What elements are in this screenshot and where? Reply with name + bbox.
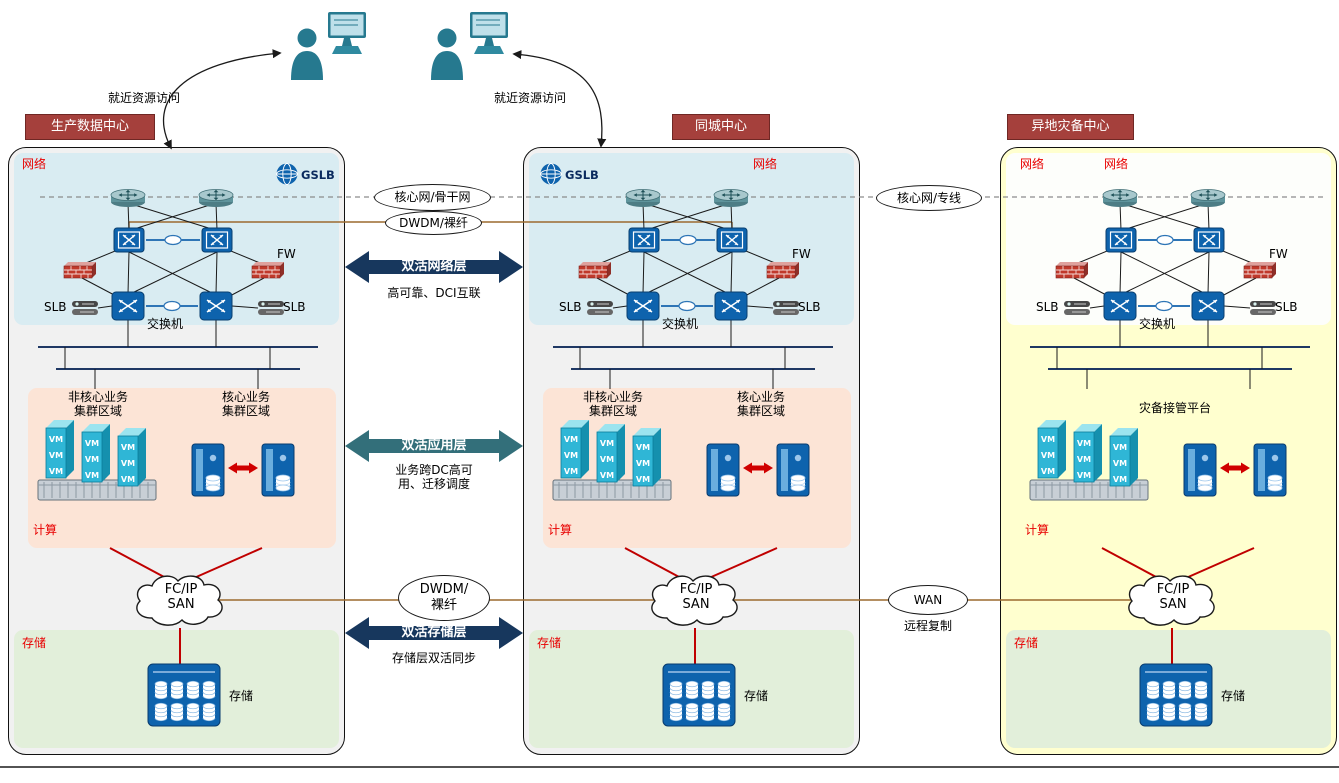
dr-switch-label: 交换机 bbox=[1139, 317, 1176, 331]
storage-layer-arrow bbox=[345, 617, 523, 649]
access-label-right: 就近资源访问 bbox=[494, 91, 567, 105]
dwdm-top-ellipse: DWDM/裸纤 bbox=[385, 211, 482, 235]
city-storage-label: 存储 bbox=[537, 636, 562, 650]
dwdm-storage-text: DWDM/裸纤 bbox=[420, 582, 468, 613]
app-sub-line2: 用、迁移调度 bbox=[397, 476, 470, 491]
production-storage-device-label: 存储 bbox=[229, 689, 254, 703]
production-noncore-label: 非核心业务集群区域 bbox=[46, 390, 150, 419]
city-slb-left-label: SLB bbox=[559, 300, 582, 314]
noncore-line2: 集群区域 bbox=[73, 403, 122, 418]
production-slb-left-label: SLB bbox=[44, 300, 67, 314]
city-slb-right-label: SLB bbox=[798, 300, 821, 314]
network-layer-arrow bbox=[345, 251, 523, 283]
san-line2: SAN bbox=[682, 596, 710, 612]
dr-network-label-inner: 网络 bbox=[1104, 157, 1129, 171]
production-slb-right-label: SLB bbox=[283, 300, 306, 314]
city-core-label: 核心业务集群区域 bbox=[715, 390, 807, 419]
storage-layer-sub-label: 存储层双活同步 bbox=[391, 651, 476, 665]
dr-platform-label: 灾备接管平台 bbox=[1138, 401, 1211, 415]
production-title-banner: 生产数据中心 bbox=[25, 114, 155, 140]
app-layer-arrow bbox=[345, 430, 523, 462]
production-fw-label: FW bbox=[277, 247, 296, 261]
production-storage-label: 存储 bbox=[22, 636, 47, 650]
noncore-line1: 非核心业务 bbox=[582, 390, 643, 404]
city-noncore-label: 非核心业务集群区域 bbox=[561, 390, 665, 419]
dr-slb-left-label: SLB bbox=[1036, 300, 1059, 314]
city-gslb-label: GSLB bbox=[565, 168, 599, 182]
city-storage-device-label: 存储 bbox=[744, 689, 769, 703]
noncore-line1: 非核心业务 bbox=[67, 390, 128, 404]
dr-compute-label: 计算 bbox=[1025, 523, 1050, 537]
dr-network-label-outer: 网络 bbox=[1020, 157, 1045, 171]
dr-title-banner: 异地灾备中心 bbox=[1007, 114, 1134, 140]
dr-slb-right-label: SLB bbox=[1275, 300, 1298, 314]
wan-ellipse: WAN bbox=[888, 585, 968, 615]
city-compute-label: 计算 bbox=[548, 523, 573, 537]
production-core-label: 核心业务集群区域 bbox=[200, 390, 292, 419]
dr-storage-device-label: 存储 bbox=[1221, 689, 1246, 703]
noncore-line2: 集群区域 bbox=[588, 403, 637, 418]
users-area bbox=[162, 11, 607, 150]
core-leased-ellipse: 核心网/专线 bbox=[876, 185, 982, 211]
city-center-graphics bbox=[553, 190, 833, 727]
city-switch-label: 交换机 bbox=[662, 317, 699, 331]
core-line1: 核心业务 bbox=[736, 390, 785, 404]
city-gslb-icon bbox=[540, 163, 562, 185]
san-line1: FC/IP bbox=[679, 582, 713, 597]
layer-arrows bbox=[345, 251, 523, 649]
dwdm-line1: DWDM/ bbox=[419, 582, 469, 598]
core-line1: 核心业务 bbox=[221, 390, 270, 404]
dwdm-line2: 裸纤 bbox=[430, 598, 457, 613]
san-line2: SAN bbox=[167, 596, 195, 612]
dr-storage-label: 存储 bbox=[1014, 636, 1039, 650]
production-center-graphics bbox=[38, 190, 318, 727]
city-fw-label: FW bbox=[792, 247, 811, 261]
production-switch-label: 交换机 bbox=[147, 317, 184, 331]
network-layer-sub-label: 高可靠、DCI互联 bbox=[387, 286, 481, 300]
wan-sub-label: 远程复制 bbox=[903, 619, 952, 633]
production-gslb-label: GSLB bbox=[301, 168, 335, 182]
production-gslb-icon bbox=[276, 163, 298, 185]
production-network-label: 网络 bbox=[22, 157, 47, 171]
san-line2: SAN bbox=[1159, 596, 1187, 612]
city-network-label: 网络 bbox=[753, 157, 778, 171]
dr-fw-label: FW bbox=[1269, 247, 1288, 261]
access-arrow-left bbox=[162, 49, 282, 150]
core-line2: 集群区域 bbox=[736, 403, 785, 418]
storage-layer-arrow-label: 双活存储层 bbox=[401, 625, 467, 640]
san-line1: FC/IP bbox=[1156, 582, 1190, 597]
app-layer-arrow-label: 双活应用层 bbox=[401, 438, 467, 453]
app-sub-line1: 业务跨DC高可 bbox=[395, 463, 473, 477]
access-arrow-right bbox=[512, 50, 607, 148]
san-line1: FC/IP bbox=[164, 582, 198, 597]
dwdm-storage-ellipse: DWDM/裸纤 bbox=[398, 575, 490, 621]
city-title-banner: 同城中心 bbox=[672, 114, 770, 140]
production-compute-label: 计算 bbox=[33, 523, 58, 537]
access-label-left: 就近资源访问 bbox=[108, 91, 181, 105]
core-backbone-ellipse: 核心网/骨干网 bbox=[374, 184, 491, 211]
app-layer-sub-label: 业务跨DC高可用、迁移调度 bbox=[352, 463, 516, 492]
core-line2: 集群区域 bbox=[221, 403, 270, 418]
dr-center-graphics bbox=[1030, 190, 1310, 727]
network-layer-arrow-label: 双活网络层 bbox=[401, 259, 467, 274]
